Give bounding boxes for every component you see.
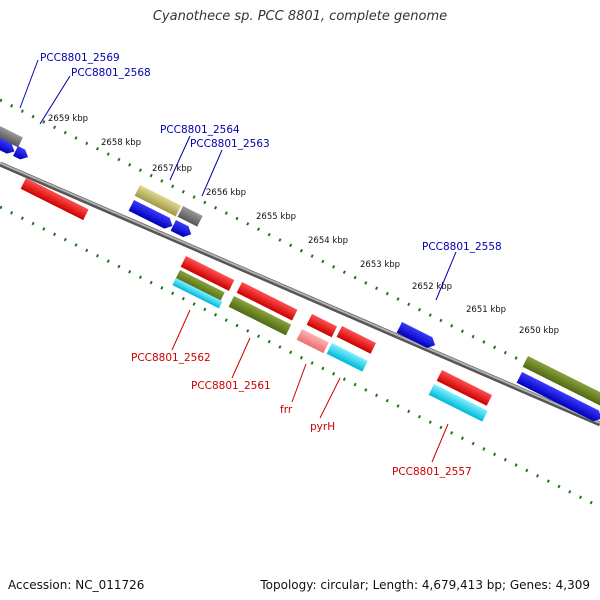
gene-label-2557[interactable]: PCC8801_2557 [392,466,472,478]
gene-2562[interactable] [175,270,225,303]
gene-red-d[interactable] [336,326,376,354]
gene-red-e[interactable] [436,370,493,406]
gene-label-2563[interactable]: PCC8801_2563 [190,138,270,150]
gene-2561[interactable] [228,296,292,336]
gene-label-2561[interactable]: PCC8801_2561 [191,380,271,392]
gene-blue-a[interactable] [128,200,176,231]
tick-label: 2653 kbp [360,260,400,270]
leader-lines [19,59,457,463]
map-title: Cyanothece sp. PCC 8801, complete genome [152,9,448,24]
gene-2569[interactable] [0,115,23,148]
gene-label-2562[interactable]: PCC8801_2562 [131,352,211,364]
gene-2568[interactable] [0,134,17,156]
gene-label-2569[interactable]: PCC8801_2569 [40,52,120,64]
gene-red-a[interactable] [180,256,235,291]
tick-label: 2650 kbp [519,326,559,336]
gene-label-2564[interactable]: PCC8801_2564 [160,124,240,136]
tick-label: 2659 kbp [48,114,88,124]
gene-label-2558[interactable]: PCC8801_2558 [422,241,502,253]
gene-2562-cyan[interactable] [172,278,223,309]
tick-label: 2651 kbp [466,305,506,315]
gene-red-c[interactable] [306,314,338,338]
gene-2563[interactable] [177,206,203,227]
gene-red-left[interactable] [20,178,89,221]
tick-label: 2652 kbp [412,282,452,292]
gene-blue-b[interactable] [170,220,194,240]
gene-label-pyrH[interactable]: pyrH [310,421,335,433]
gene-2557[interactable] [428,384,488,422]
tick-label: 2657 kbp [152,164,192,174]
gene-olive-right[interactable] [522,356,600,408]
tick-label: 2655 kbp [256,212,296,222]
genome-backbone-highlight [0,162,600,424]
gene-blue-right[interactable] [516,372,600,424]
gene-2568b[interactable] [13,146,30,162]
tick-label: 2656 kbp [206,188,246,198]
accession-text: Accession: NC_011726 [8,578,145,592]
gene-label-2568[interactable]: PCC8801_2568 [71,67,151,79]
gene-label-frr[interactable]: frr [280,404,293,416]
tick-track-lower [0,205,600,509]
gene-pyrH[interactable] [326,343,368,372]
genome-stats-text: Topology: circular; Length: 4,679,413 bp… [260,578,590,592]
tick-label: 2654 kbp [308,236,348,246]
tick-track-upper [0,98,600,402]
gene-frr[interactable] [296,329,329,354]
tick-label: 2658 kbp [101,138,141,148]
gene-2558[interactable] [396,322,438,351]
gene-red-b[interactable] [236,282,298,321]
gene-2564[interactable] [134,185,182,217]
